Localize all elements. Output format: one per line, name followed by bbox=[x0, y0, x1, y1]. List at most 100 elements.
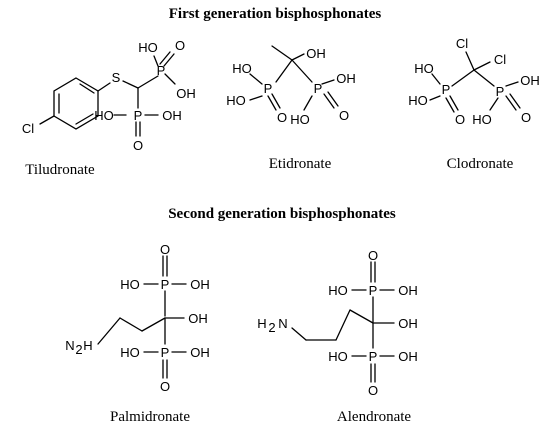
etidronate-c-oh-bond bbox=[291, 53, 305, 61]
tiludronate-ring-double-2 bbox=[75, 113, 94, 125]
clodronate-p2-ho-bond bbox=[489, 97, 499, 111]
clodronate-atom-ho2: HO bbox=[408, 93, 428, 108]
palmidronate-chain-bond-3 bbox=[97, 317, 121, 345]
etidronate-atom-o1: O bbox=[277, 110, 287, 125]
palmidronate-atom-o-bot: O bbox=[160, 379, 170, 394]
etidronate-atom-oh2: HO bbox=[226, 93, 246, 108]
etidronate-atom-o2: O bbox=[339, 108, 349, 123]
clodronate-atom-o1: O bbox=[455, 112, 465, 127]
etidronate-p1-o-double-a bbox=[267, 95, 277, 111]
tiludronate-atom-o2: O bbox=[133, 138, 143, 153]
etidronate-p2-oh-bond bbox=[321, 79, 335, 85]
tiludronate-p1-oh2-bond bbox=[164, 73, 176, 85]
alendronate-atom-o-top: O bbox=[368, 248, 378, 263]
tiludronate-atom-p2: P bbox=[134, 108, 143, 123]
etidronate-atom-ho1: HO bbox=[232, 61, 252, 76]
clodronate-atom-p2: P bbox=[496, 84, 505, 99]
clodronate-p1-ho-bond bbox=[431, 73, 441, 85]
etidronate-c-p2-bond bbox=[291, 59, 313, 83]
alendronate-atom-oh2: OH bbox=[398, 349, 418, 364]
structure-etidronate: OH HO P HO O P HO O OH Etidronate bbox=[226, 45, 356, 172]
clodronate-p1-o-double-a bbox=[445, 97, 455, 113]
palmidronate-atom-oh1: OH bbox=[190, 277, 210, 292]
clodronate-atom-o2: O bbox=[521, 110, 531, 125]
tiludronate-atom-o1: O bbox=[175, 38, 185, 53]
etidronate-p2-o-double-a bbox=[323, 93, 335, 109]
palmidronate-atom-n: N bbox=[65, 338, 74, 353]
etidronate-atom-p2: P bbox=[314, 81, 323, 96]
etidronate-atom-p1: P bbox=[264, 81, 273, 96]
clodronate-p1-ho2-bond bbox=[429, 95, 441, 101]
alendronate-atom-p1: P bbox=[369, 283, 378, 298]
clodronate-atom-ho3: HO bbox=[472, 112, 492, 127]
palmidronate-atom-oh2: OH bbox=[190, 345, 210, 360]
tiludronate-p1-o-double-b bbox=[163, 53, 175, 67]
alendronate-atom-ho1: HO bbox=[328, 283, 348, 298]
etidronate-p1-ho2-bond bbox=[249, 95, 263, 101]
etidronate-atom-oh3-left: HO bbox=[290, 112, 310, 127]
clodronate-p2-oh-bond bbox=[505, 81, 519, 87]
tiludronate-ch-p1-bond bbox=[137, 75, 159, 89]
tiludronate-atom-ho1: HO bbox=[138, 40, 158, 55]
heading-second-generation: Second generation bisphosphonates bbox=[168, 206, 396, 222]
heading-first-generation: First generation bisphosphonates bbox=[169, 6, 382, 22]
structure-clodronate: Cl Cl HO P HO O P HO O OH Clodronate bbox=[408, 36, 540, 172]
tiludronate-cl-bond bbox=[39, 115, 55, 125]
palmidronate-atom-oh-c: OH bbox=[188, 311, 208, 326]
palmidronate-atom-h2-sub: 2 bbox=[75, 342, 82, 357]
clodronate-atom-oh3: OH bbox=[520, 73, 540, 88]
etidronate-p1-o-double-b bbox=[271, 93, 281, 109]
alendronate-atom-oh-c: OH bbox=[398, 316, 418, 331]
structure-tiludronate: Cl S HO P O OH P OH HO O Tiludronate bbox=[22, 38, 196, 178]
etidronate-p2-o-double-b bbox=[327, 91, 339, 107]
alendronate-chain-bond-4 bbox=[291, 327, 307, 341]
clodronate-c-p2-bond bbox=[473, 69, 495, 87]
tiludronate-atom-oh3: OH bbox=[162, 108, 182, 123]
tiludronate-s-ch-bond bbox=[122, 80, 139, 89]
clodronate-atom-p1: P bbox=[442, 82, 451, 97]
clodronate-atom-ho1: HO bbox=[414, 61, 434, 76]
clodronate-caption: Clodronate bbox=[447, 156, 514, 172]
alendronate-atom-o-bot: O bbox=[368, 383, 378, 398]
alendronate-atom-h: H bbox=[257, 316, 266, 331]
clodronate-p2-o-double-a bbox=[505, 95, 517, 111]
tiludronate-caption: Tiludronate bbox=[25, 162, 95, 178]
etidronate-atom-oh3: OH bbox=[336, 71, 356, 86]
tiludronate-atom-s: S bbox=[112, 70, 121, 85]
tiludronate-p1-o-double-a bbox=[159, 51, 171, 65]
tiludronate-atom-p1: P bbox=[157, 63, 166, 78]
palmidronate-atom-h: H bbox=[83, 338, 92, 353]
tiludronate-atom-cl: Cl bbox=[22, 121, 34, 136]
palmidronate-atom-ho2: HO bbox=[120, 345, 140, 360]
palmidronate-atom-ho1: HO bbox=[120, 277, 140, 292]
clodronate-atom-cl2: Cl bbox=[494, 52, 506, 67]
palmidronate-atom-p1: P bbox=[161, 277, 170, 292]
tiludronate-ring-s-bond bbox=[97, 82, 111, 92]
tiludronate-atom-ho4: HO bbox=[94, 108, 114, 123]
tiludronate-benzene-ring bbox=[53, 77, 99, 130]
tiludronate-ring-double-1 bbox=[79, 83, 95, 94]
alendronate-atom-ho2: HO bbox=[328, 349, 348, 364]
alendronate-atom-oh1: OH bbox=[398, 283, 418, 298]
alendronate-chain-bond-1 bbox=[349, 309, 374, 324]
etidronate-p1-ho-bond bbox=[249, 73, 263, 85]
structure-alendronate: O HO P OH OH H 2 N HO P OH O Alendronate bbox=[257, 248, 417, 425]
palmidronate-chain-bond-1 bbox=[141, 317, 166, 332]
alendronate-caption: Alendronate bbox=[337, 409, 411, 425]
clodronate-c-cl2-bond bbox=[473, 61, 491, 71]
alendronate-atom-h2-sub: 2 bbox=[268, 320, 275, 335]
clodronate-c-p1-bond bbox=[451, 69, 475, 87]
tiludronate-atom-oh2: OH bbox=[176, 86, 196, 101]
alendronate-atom-n: N bbox=[278, 316, 287, 331]
clodronate-atom-cl1: Cl bbox=[456, 36, 468, 51]
alendronate-atom-p2: P bbox=[369, 349, 378, 364]
tiludronate-p1-oh-bond bbox=[153, 55, 159, 67]
etidronate-caption: Etidronate bbox=[269, 156, 332, 172]
etidronate-p2-ho-bond bbox=[303, 95, 313, 111]
etidronate-methyl-bond bbox=[271, 45, 293, 61]
etidronate-atom-oh-top: OH bbox=[306, 46, 326, 61]
clodronate-c-cl1-bond bbox=[465, 51, 475, 71]
structure-palmidronate: O HO P OH OH N 2 H HO P OH O Palmidronat… bbox=[65, 242, 209, 425]
palmidronate-chain-bond-2 bbox=[119, 317, 143, 332]
